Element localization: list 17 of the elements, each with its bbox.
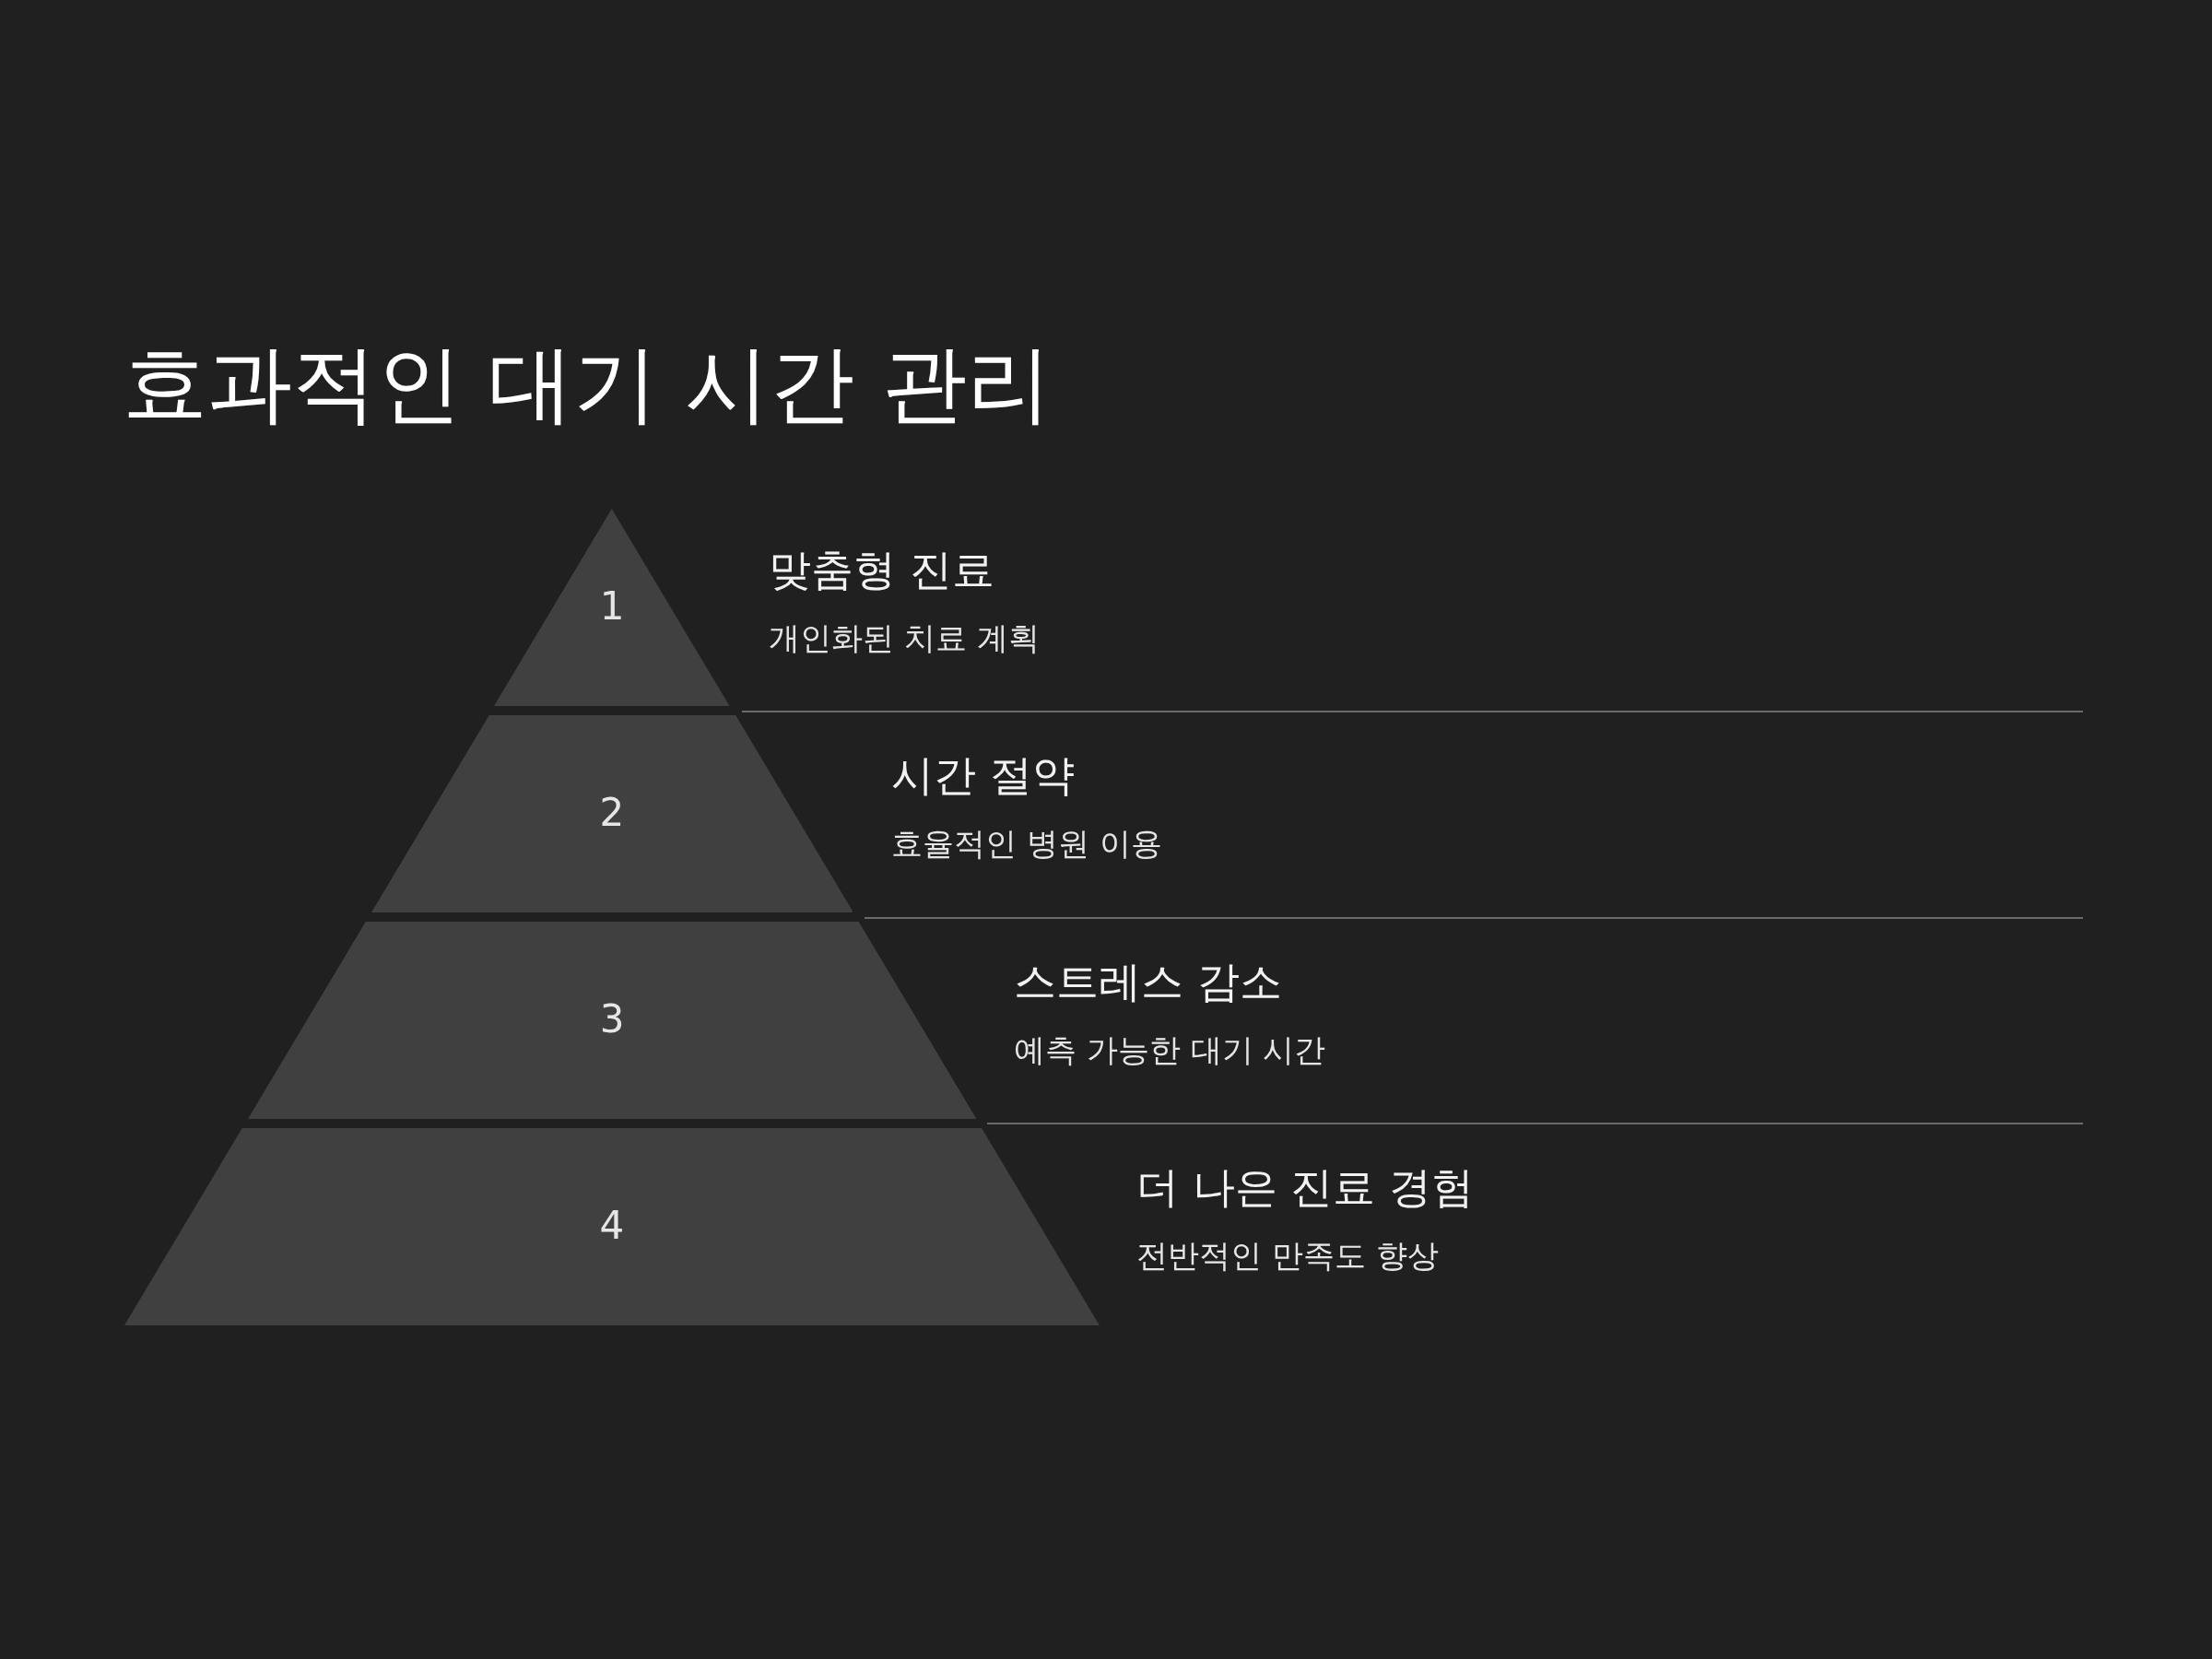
tier-heading: 더 나은 진료 경험	[1136, 1161, 1474, 1214]
tier-description: 예측 가능한 대기 시간	[1014, 1030, 1326, 1070]
title: 효과적인 대기 시간 관리	[123, 334, 1052, 435]
pyramid-top-triangle	[494, 509, 730, 706]
pyramid-tier	[371, 715, 853, 912]
tier-number: 3	[598, 996, 626, 1041]
tier-number: 4	[598, 1203, 626, 1248]
tier-number: 1	[598, 583, 626, 629]
tier-description: 개인화된 치료 계획	[769, 618, 1040, 658]
pyramid-tier	[247, 922, 977, 1119]
pyramid-tier	[124, 1128, 1100, 1325]
tier-heading: 맞춤형 진료	[769, 544, 994, 596]
tier-heading: 시간 절약	[891, 749, 1075, 802]
tier-description: 전반적인 만족도 향상	[1136, 1236, 1439, 1276]
tier-description: 효율적인 병원 이용	[891, 824, 1162, 864]
tier-number: 2	[598, 790, 626, 835]
tier-heading: 스트레스 감소	[1014, 956, 1282, 1008]
